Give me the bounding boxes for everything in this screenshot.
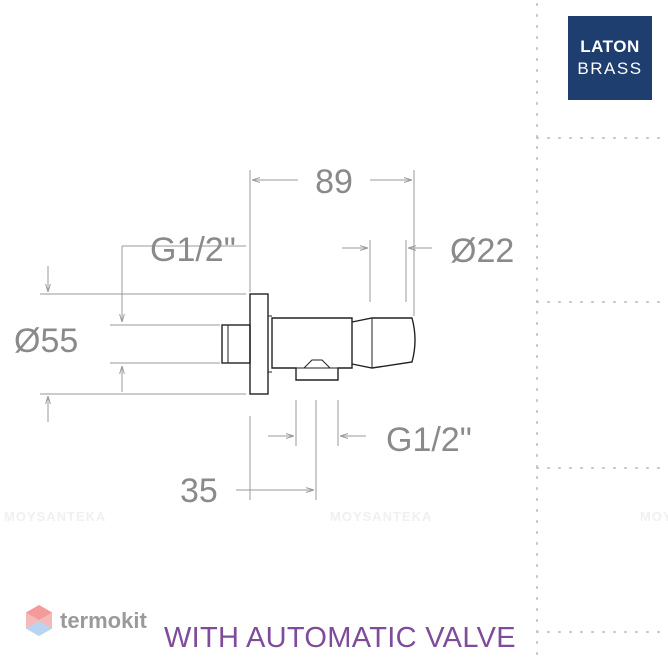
logo-line-2: BRASS [577, 59, 643, 78]
valve-handle [351, 317, 416, 369]
watermark-center: MOYSANTEKA [330, 509, 433, 524]
logo-line-1: LATON [580, 37, 640, 56]
valve-outline [221, 293, 416, 395]
laton-brass-logo: LATON BRASS [568, 16, 652, 100]
caption-automatic-valve: WITH AUTOMATIC VALVE [164, 622, 516, 654]
termokit-logo-icon [26, 605, 52, 636]
dim-offset-label: 35 [180, 472, 218, 510]
dim-thread-top-label: G1/2" [150, 231, 236, 269]
watermark-left: MOYSANTEKA [4, 509, 107, 524]
watermark-right: MOYSANTEKA [640, 509, 668, 524]
wall-flange [249, 293, 269, 395]
inlet-thread [221, 324, 251, 364]
brand-name: termokit [60, 608, 147, 633]
dimension-lines [40, 170, 432, 500]
dim-length-label: 89 [315, 163, 353, 201]
termokit-brand: termokit [24, 604, 147, 638]
dim-thread-bottom-label: G1/2" [386, 421, 472, 459]
dotted-grid [536, 3, 667, 665]
dim-outlet-diameter-label: Ø22 [450, 232, 514, 270]
valve-body [271, 317, 353, 381]
dim-flange-diameter-label: Ø55 [14, 322, 78, 360]
